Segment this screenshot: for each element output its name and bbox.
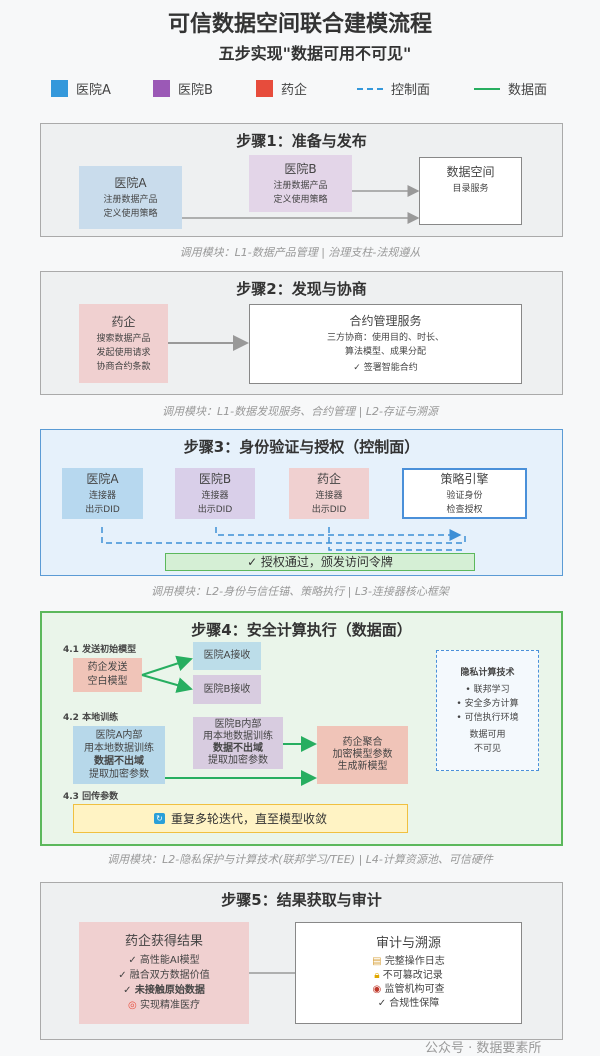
step3-pharma: 药企连接器出示DID: [289, 468, 369, 519]
legend-hospital-b: 医院B: [153, 79, 213, 98]
lock-icon: 🔒︎: [374, 970, 380, 981]
step1-caption: 调用模块：L1-数据产品管理 | 治理支柱-法规遵从: [179, 246, 421, 259]
legend-data-plane: 数据面: [474, 79, 547, 98]
step4-title: 步骤4：安全计算执行（数据面）: [191, 621, 412, 639]
legend-control-plane: 控制面: [357, 79, 430, 98]
step1-title: 步骤1：准备与发布: [236, 132, 367, 150]
step3-title: 步骤3：身份验证与授权（控制面）: [183, 438, 420, 456]
step5-pharma-result: 药企获得结果 ✓ 高性能AI模型✓ 融合双方数据价值✓ 未接触原始数据 ◎ 实现…: [79, 922, 249, 1024]
step4-hospital-a-train: 医院A内部用本地数据训练数据不出域提取加密参数: [73, 726, 165, 784]
refresh-icon: ↻: [153, 813, 165, 824]
step2-title: 步骤2：发现与协商: [236, 280, 367, 298]
target-icon: ◎: [128, 1000, 137, 1011]
step4-pharma-send: 药企发送空白模型: [73, 658, 142, 692]
step4-sub2-label: 4.2 本地训练: [63, 713, 119, 723]
step2-contract-service: 合约管理服务三方协商：使用目的、时长、算法模型、成果分配✓ 签署智能合约: [249, 304, 522, 384]
clipboard-icon: ▤: [372, 956, 382, 967]
step3-auth-result: ✓ 授权通过，颁发访问令牌: [165, 553, 475, 571]
page-subtitle: 五步实现"数据可用不可见": [218, 44, 412, 63]
step1-data-space: 数据空间目录服务: [419, 157, 522, 225]
step4-hospital-a-receive: 医院A接收: [193, 642, 261, 670]
page-title: 可信数据空间联合建模流程: [167, 12, 432, 37]
arrow-send-to-b: [141, 674, 193, 693]
step4-hospital-b-receive: 医院B接收: [193, 675, 261, 704]
control-line-pharma: [328, 527, 465, 551]
control-line-b: [215, 527, 462, 541]
step4-hospital-b-train: 医院B内部用本地数据训练数据不出域提取加密参数: [193, 717, 283, 769]
control-line-a: [101, 527, 466, 544]
arrow-send-to-a: [141, 655, 193, 676]
step4-sub3-label: 4.3 回传参数: [63, 792, 119, 802]
step2-caption: 调用模块：L1-数据发现服务、合约管理 | L2-存证与溯源: [162, 405, 438, 418]
step4-sub1-label: 4.1 发送初始模型: [63, 645, 137, 655]
legend-pharma: 药企: [256, 79, 307, 98]
legend-hospital-a: 医院A: [51, 79, 111, 98]
step3-caption: 调用模块：L2-身份与信任锚、策略执行 | L3-连接器核心框架: [151, 585, 449, 598]
step5-title: 步骤5：结果获取与审计: [221, 891, 382, 909]
step3-policy-engine: 策略引擎验证身份检查授权: [402, 468, 527, 519]
step4-pharma-aggregate: 药企聚合加密模型参数生成新模型: [317, 726, 408, 784]
step4-caption: 调用模块：L2-隐私保护与计算技术(联邦学习/TEE) | L4-计算资源池、可…: [107, 853, 493, 866]
step2-pharma: 药企搜索数据产品发起使用请求协商合约条款: [79, 304, 168, 383]
step4-iterate-banner: ↻ 重复多轮迭代，直至模型收敛: [73, 804, 408, 833]
eye-icon: ◉: [372, 984, 382, 995]
step4-privacy-tech: 隐私计算技术 • 联邦学习• 安全多方计算• 可信执行环境 数据可用不可见: [436, 650, 539, 771]
step5-audit: 审计与溯源 ▤ 完整操作日志 🔒︎ 不可篡改记录 ◉ 监管机构可查 ✓ 合规性保…: [295, 922, 522, 1024]
